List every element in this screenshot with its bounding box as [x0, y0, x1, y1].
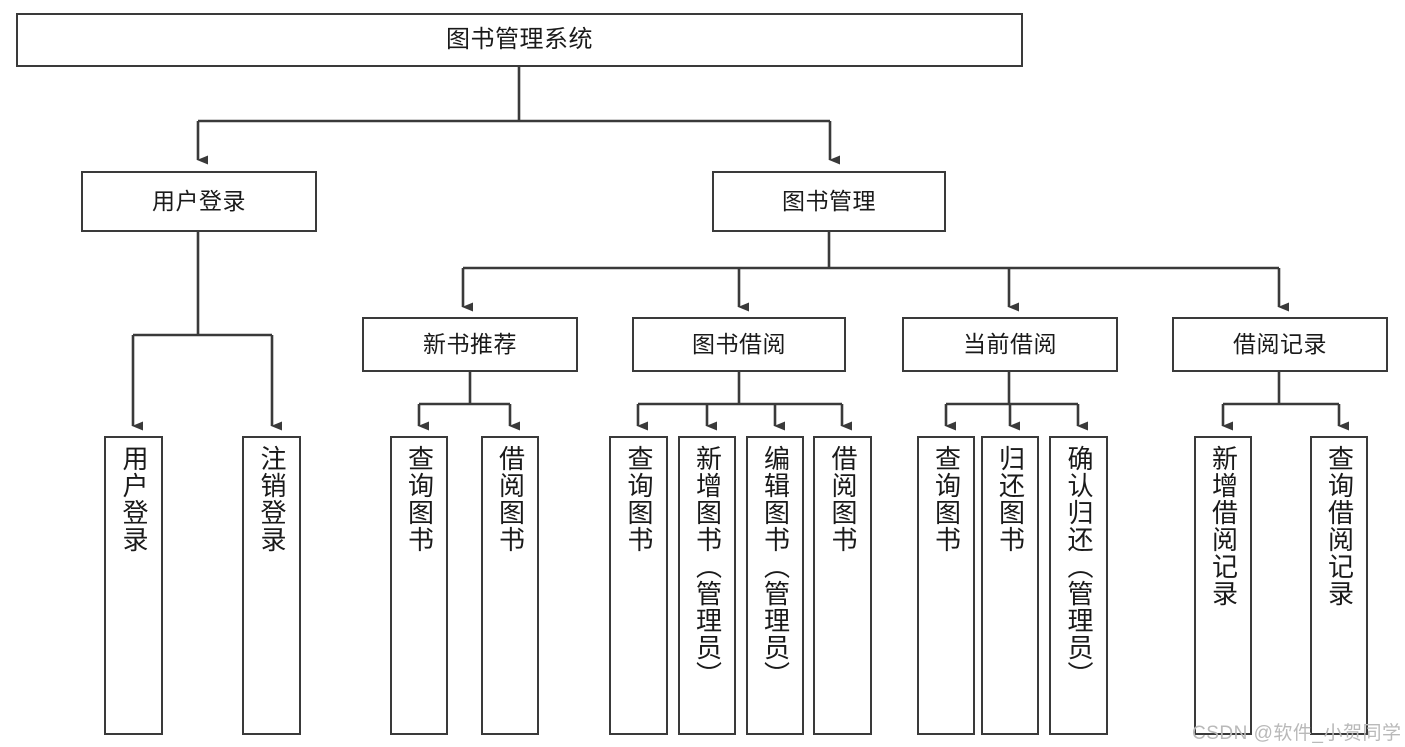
node-book-manage-label: 图书管理 — [782, 188, 876, 215]
node-leaf-query-book-2[interactable]: 查询图书 — [609, 436, 668, 735]
node-current-borrow[interactable]: 当前借阅 — [902, 317, 1118, 372]
node-root-label: 图书管理系统 — [446, 26, 593, 54]
node-leaf-add-book-label: 新增图书（管理员） — [692, 445, 723, 688]
node-leaf-query-book-2-label: 查询图书 — [624, 445, 655, 553]
node-root[interactable]: 图书管理系统 — [16, 13, 1023, 67]
node-new-book-recommend[interactable]: 新书推荐 — [362, 317, 578, 372]
node-leaf-add-record-label: 新增借阅记录 — [1208, 445, 1239, 607]
node-leaf-query-book-1-label: 查询图书 — [404, 445, 435, 553]
node-book-borrow[interactable]: 图书借阅 — [632, 317, 846, 372]
node-leaf-return-book[interactable]: 归还图书 — [981, 436, 1039, 735]
node-borrow-record-label: 借阅记录 — [1233, 331, 1327, 358]
node-user-login-label: 用户登录 — [152, 188, 246, 215]
node-leaf-user-login-label: 用户登录 — [119, 445, 150, 553]
node-leaf-add-book[interactable]: 新增图书（管理员） — [678, 436, 736, 735]
node-borrow-record[interactable]: 借阅记录 — [1172, 317, 1388, 372]
node-book-borrow-label: 图书借阅 — [692, 331, 786, 358]
node-leaf-query-book-3[interactable]: 查询图书 — [917, 436, 975, 735]
node-leaf-borrow-book-2-label: 借阅图书 — [828, 445, 859, 553]
node-leaf-query-book-1[interactable]: 查询图书 — [390, 436, 448, 735]
node-leaf-edit-book[interactable]: 编辑图书（管理员） — [746, 436, 804, 735]
node-leaf-query-book-3-label: 查询图书 — [931, 445, 962, 553]
node-book-manage[interactable]: 图书管理 — [712, 171, 946, 232]
node-leaf-user-login[interactable]: 用户登录 — [104, 436, 163, 735]
node-leaf-logout-login[interactable]: 注销登录 — [242, 436, 301, 735]
node-leaf-confirm-return[interactable]: 确认归还（管理员） — [1049, 436, 1108, 735]
node-leaf-add-record[interactable]: 新增借阅记录 — [1194, 436, 1252, 735]
node-user-login[interactable]: 用户登录 — [81, 171, 317, 232]
node-leaf-query-record[interactable]: 查询借阅记录 — [1310, 436, 1368, 735]
node-leaf-return-book-label: 归还图书 — [995, 445, 1026, 553]
node-leaf-borrow-book-1[interactable]: 借阅图书 — [481, 436, 539, 735]
node-leaf-query-record-label: 查询借阅记录 — [1324, 445, 1355, 607]
node-leaf-borrow-book-1-label: 借阅图书 — [495, 445, 526, 553]
node-new-book-recommend-label: 新书推荐 — [423, 331, 517, 358]
node-leaf-edit-book-label: 编辑图书（管理员） — [760, 445, 791, 688]
node-current-borrow-label: 当前借阅 — [963, 331, 1057, 358]
node-leaf-borrow-book-2[interactable]: 借阅图书 — [813, 436, 872, 735]
node-leaf-logout-login-label: 注销登录 — [257, 445, 288, 553]
node-leaf-confirm-return-label: 确认归还（管理员） — [1064, 445, 1095, 688]
csdn-watermark: CSDN @软件_小贺同学 — [1192, 723, 1402, 744]
